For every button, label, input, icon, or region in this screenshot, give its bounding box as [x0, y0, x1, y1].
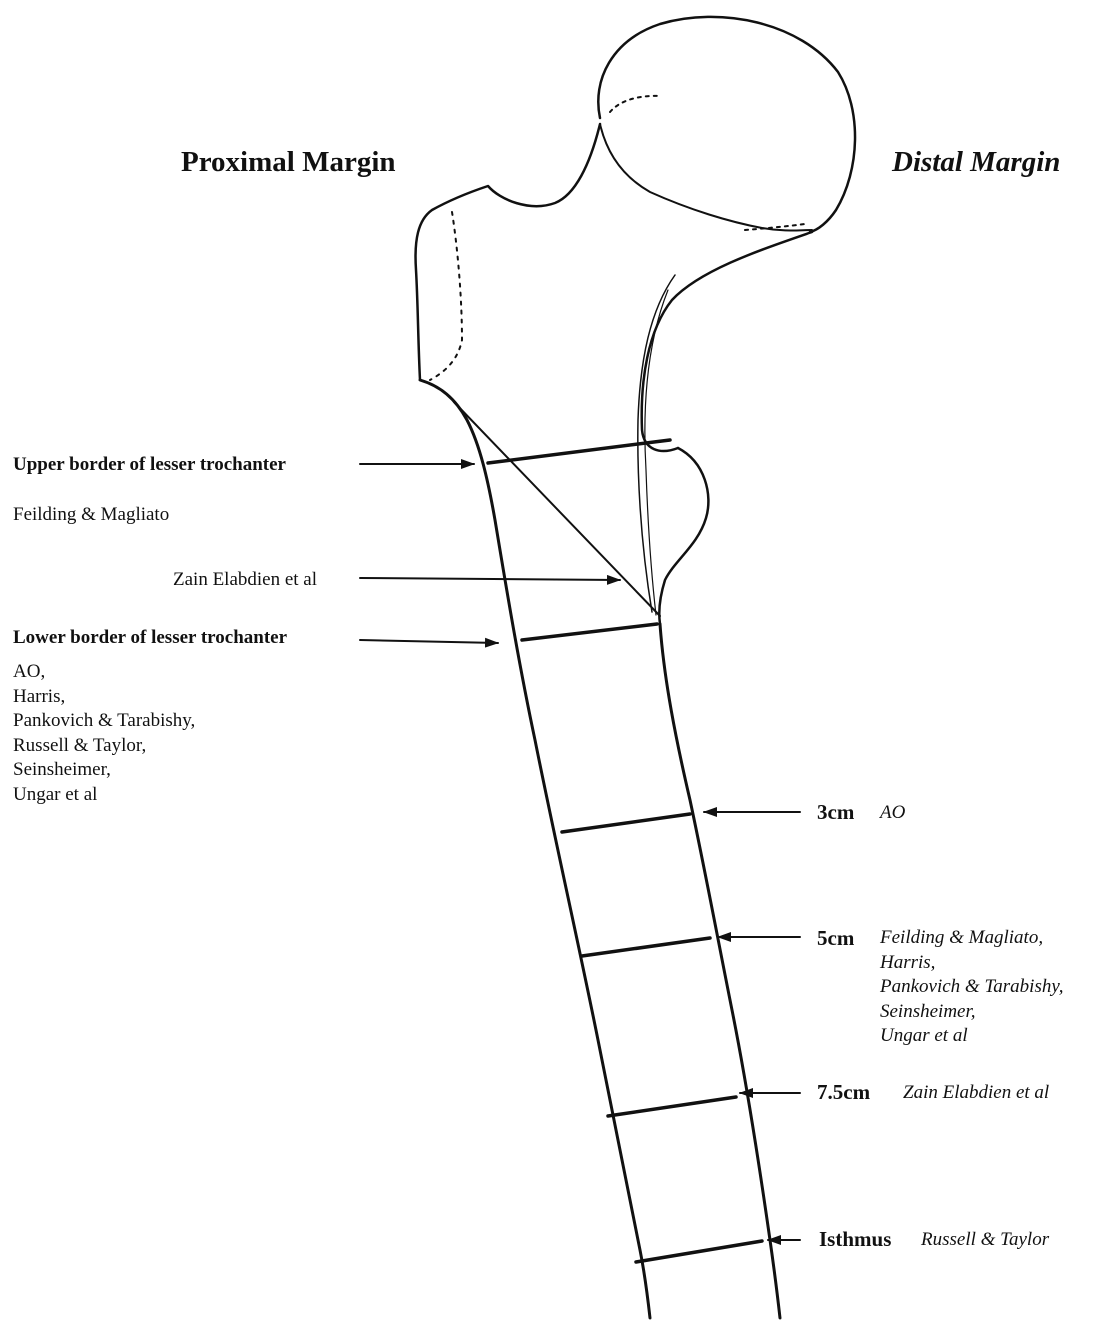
author-item: Seinsheimer,	[13, 758, 195, 783]
level-line-isthmus	[636, 1241, 762, 1262]
level-line-3cm	[562, 814, 690, 832]
lower-border-arrow	[360, 640, 498, 643]
zain-elabdien-arrow	[360, 578, 620, 580]
level-line-7-5cm	[608, 1097, 736, 1116]
proximal-margin-heading: Proximal Margin	[181, 148, 396, 177]
author-item: Pankovich & Tarabishy,	[880, 975, 1064, 1000]
authors-3cm: AO	[880, 803, 905, 822]
trochanter-stipple	[430, 212, 462, 380]
femoral-head-outline	[598, 17, 855, 232]
head-stipple-2	[610, 96, 660, 112]
head-neck-junction	[600, 124, 812, 231]
upper-border-label: Upper border of lesser trochanter	[13, 455, 286, 474]
author-item: AO,	[13, 660, 195, 685]
lower-border-label: Lower border of lesser trochanter	[13, 628, 287, 647]
authors-7-5cm: Zain Elabdien et al	[903, 1083, 1049, 1102]
medial-cortex-outline	[660, 624, 780, 1318]
level-line-5cm	[582, 938, 710, 956]
lesser-trochanter-outline	[659, 448, 708, 624]
author-item: Harris,	[880, 951, 1064, 976]
distal-margin-heading: Distal Margin	[892, 148, 1060, 177]
distance-5cm: 5cm	[817, 928, 854, 949]
lower-border-authors: AO, Harris, Pankovich & Tarabishy, Russe…	[13, 660, 195, 807]
upper-border-level-line	[488, 440, 670, 463]
lateral-cortex-outline	[420, 380, 650, 1318]
upper-border-authors: Feilding & Magliato	[13, 505, 169, 524]
author-item: Pankovich & Tarabishy,	[13, 709, 195, 734]
distance-3cm: 3cm	[817, 802, 854, 823]
superior-neck-outline	[416, 124, 600, 380]
author-item: Seinsheimer,	[880, 1000, 1064, 1025]
authors-5cm: Feilding & Magliato, Harris, Pankovich &…	[880, 926, 1064, 1049]
author-item: Ungar et al	[880, 1024, 1064, 1049]
author-item: Harris,	[13, 685, 195, 710]
author-item: Feilding & Magliato,	[880, 926, 1064, 951]
distance-isthmus: Isthmus	[819, 1229, 891, 1250]
authors-isthmus: Russell & Taylor	[921, 1230, 1049, 1249]
zain-elabdien-oblique-line	[454, 402, 660, 616]
distance-7-5cm: 7.5cm	[817, 1082, 870, 1103]
author-item: Russell & Taylor,	[13, 734, 195, 759]
inferior-neck-outline	[642, 232, 812, 451]
zain-elabdien-label: Zain Elabdien et al	[173, 570, 317, 589]
lower-border-level-line	[522, 624, 657, 640]
author-item: Ungar et al	[13, 783, 195, 808]
